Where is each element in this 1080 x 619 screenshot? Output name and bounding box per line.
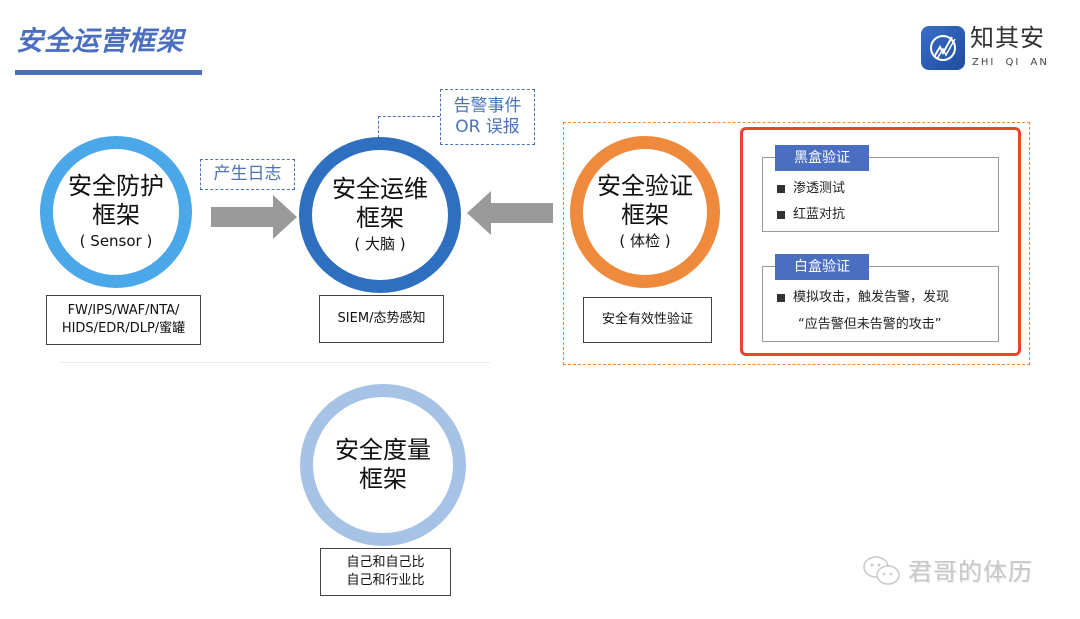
- title-underline: [15, 70, 202, 75]
- box-line: HIDS/EDR/DLP/蜜罐: [61, 321, 186, 336]
- list-item-text: 渗透测试: [793, 181, 846, 196]
- node-title-line2: 框架: [356, 204, 404, 232]
- node-title-line1: 安全运维: [332, 175, 428, 203]
- list-item: 渗透测试: [777, 180, 845, 197]
- node-subtitle: ( 大脑 ): [354, 235, 406, 253]
- node-title-line1: 安全验证: [597, 172, 693, 200]
- node-security-protection: 安全防护 框架 ( Sensor ): [40, 136, 192, 288]
- black-box-title: 黑盒验证: [775, 145, 869, 171]
- zhiqian-logo-icon: [921, 26, 965, 70]
- callout-connector: [378, 116, 379, 138]
- arrow-right-icon: [211, 195, 299, 239]
- ops-tools-box: SIEM/态势感知: [319, 295, 444, 343]
- node-title-line1: 安全防护: [68, 172, 164, 200]
- logo-name-cn: 知其安: [970, 24, 1045, 52]
- arrow-left-icon: [467, 191, 553, 235]
- node-title-line2: 框架: [359, 465, 407, 493]
- callout-line: 告警事件: [453, 96, 522, 116]
- wechat-icon: [863, 556, 900, 585]
- box-line: SIEM/态势感知: [337, 311, 426, 326]
- square-bullet-icon: [777, 293, 785, 302]
- box-line: 安全有效性验证: [601, 312, 693, 327]
- watermark-text: 君哥的体历: [908, 558, 1033, 586]
- measure-tools-box: 自己和自己比 自己和行业比: [320, 548, 451, 596]
- page-title: 安全运营框架: [16, 26, 184, 57]
- edge-label-alert-or-false-positive: 告警事件 OR 误报: [440, 89, 535, 145]
- list-item-text: 模拟攻击，触发告警，发现: [793, 290, 950, 305]
- edge-label-text: 产生日志: [213, 164, 282, 184]
- square-bullet-icon: [777, 210, 785, 219]
- node-security-measurement: 安全度量 框架: [300, 384, 466, 546]
- black-box-group: [762, 157, 999, 232]
- white-box-title: 白盒验证: [775, 254, 869, 280]
- box-line: 自己和行业比: [346, 573, 425, 588]
- node-security-operations: 安全运维 框架 ( 大脑 ): [299, 137, 461, 293]
- list-item-text: 红蓝对抗: [793, 207, 846, 222]
- list-item: 红蓝对抗: [777, 206, 845, 223]
- watermark: 君哥的体历: [862, 555, 1033, 589]
- node-title-line2: 框架: [92, 201, 140, 229]
- box-line: FW/IPS/WAF/NTA/: [67, 303, 180, 318]
- callout-line: OR 误报: [455, 117, 520, 137]
- square-bullet-icon: [777, 184, 785, 193]
- white-box-quote: “应告警但未告警的攻击”: [798, 317, 942, 332]
- edge-label-generate-logs: 产生日志: [200, 159, 295, 190]
- list-item: 模拟攻击，触发告警，发现: [777, 289, 949, 306]
- node-title-line2: 框架: [621, 201, 669, 229]
- callout-connector: [378, 116, 440, 117]
- sensor-tools-box: FW/IPS/WAF/NTA/ HIDS/EDR/DLP/蜜罐: [46, 295, 201, 345]
- box-line: 自己和自己比: [346, 555, 425, 570]
- node-subtitle: ( Sensor ): [79, 232, 153, 250]
- node-title-line1: 安全度量: [335, 436, 431, 464]
- node-subtitle: ( 体检 ): [619, 232, 671, 250]
- logo-glyph-icon: [930, 35, 956, 61]
- logo-name-en: ZHI QI AN: [972, 57, 1049, 68]
- section-divider: [60, 362, 490, 363]
- verify-tools-box: 安全有效性验证: [583, 297, 712, 343]
- node-security-verification: 安全验证 框架 ( 体检 ): [570, 136, 720, 288]
- verification-group-frame: [563, 122, 1030, 365]
